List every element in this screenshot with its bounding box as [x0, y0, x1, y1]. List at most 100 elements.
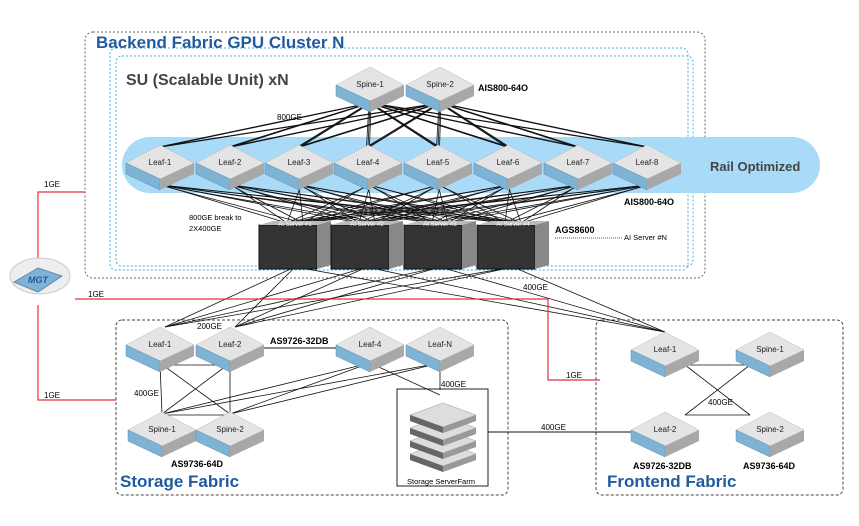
spine-leaf-link — [161, 102, 442, 148]
leaf-server-link — [286, 184, 511, 224]
farm-server-side — [443, 441, 476, 459]
backend-title: Backend Fabric GPU Cluster N — [96, 33, 344, 52]
spine-leaf-link — [161, 102, 372, 148]
spine-leaf-link — [440, 102, 510, 148]
switch-label: Leaf-5 — [427, 158, 450, 167]
storage-leaf-spine-link — [161, 362, 231, 415]
switch-label: Leaf-4 — [359, 340, 382, 349]
backend-leaf-3: Leaf-3 — [264, 144, 334, 191]
backend-spine-2: Spine-2 — [405, 66, 475, 113]
spine-leaf-link — [440, 102, 580, 148]
server-n-label: AI Server #N — [624, 233, 667, 242]
backend-leaf-6: Leaf-6 — [473, 144, 543, 191]
backend-leaf-1: Leaf-1 — [125, 144, 195, 191]
storage-leaf-model-label: AS9726-32DB — [270, 336, 329, 346]
spine-leaf-link — [438, 102, 507, 148]
switch-label: Leaf-3 — [288, 158, 311, 167]
switch-label: Leaf-2 — [219, 340, 242, 349]
server-top — [477, 221, 549, 225]
storage-leaf-spine-link — [161, 362, 441, 415]
mgt-cloud-icon: MGT — [9, 257, 71, 295]
frontend-leaf-1: Leaf-1 — [630, 331, 700, 378]
mgt-label: MGT — [28, 275, 49, 285]
backend-leaf-7: Leaf-7 — [543, 144, 613, 191]
server-front — [403, 224, 463, 270]
backend-leaf-2: Leaf-2 — [195, 144, 265, 191]
leaf-server-link — [286, 184, 302, 224]
frontend-spine-link-label: 400GE — [708, 398, 733, 407]
leaf-server-link — [286, 184, 650, 224]
storage-title: Storage Fabric — [120, 472, 239, 491]
server-frontend-link — [512, 266, 666, 333]
switch-label: Spine-2 — [216, 425, 244, 434]
frontend-leaf-spine-link — [684, 364, 751, 416]
farm-server-face — [410, 441, 443, 459]
storage-leaf-4: Leaf-N — [405, 326, 475, 373]
storage-spine-model-label: AS9736-64D — [171, 459, 224, 469]
leaf-server-link — [231, 184, 288, 224]
leaf-farm-link — [369, 362, 441, 396]
switch-label: Leaf-6 — [497, 158, 520, 167]
frontend-leaf-2: Leaf-2 — [630, 411, 700, 458]
switch-label: Spine-1 — [148, 425, 176, 434]
frontend-spine-1: Spine-1 — [735, 331, 805, 378]
switch-label: Leaf-2 — [219, 158, 242, 167]
frontend-storage-link-label: 400GE — [541, 423, 566, 432]
server-side — [389, 221, 403, 269]
spine-leaf-link — [366, 102, 440, 148]
switch-side-face — [440, 345, 474, 372]
spine-leaf-link — [300, 102, 442, 148]
switch-side-face — [770, 350, 804, 377]
switch-label: Leaf-1 — [149, 340, 172, 349]
leaf-server-link — [298, 184, 304, 224]
leaf-server-link — [231, 184, 433, 224]
leaf-server-link — [358, 184, 650, 224]
switch-side-face — [370, 345, 404, 372]
server-storage-link — [164, 266, 441, 328]
server-top — [259, 221, 331, 225]
backend-leaf-5: Leaf-5 — [403, 144, 473, 191]
leaf-model-label: AIS800-64O — [624, 197, 674, 207]
switch-side-face — [368, 163, 402, 190]
backend-spine-1: Spine-1 — [335, 66, 405, 113]
mgt-link-label-2: 1GE — [88, 290, 104, 299]
switch-label: Spine-1 — [756, 345, 784, 354]
leaf-server-link — [431, 184, 650, 224]
switch-side-face — [438, 163, 472, 190]
spine-leaf-link — [369, 102, 442, 148]
server-front — [476, 224, 536, 270]
switch-side-face — [665, 350, 699, 377]
farm-server-face — [410, 415, 443, 433]
leaf-server-link — [367, 184, 449, 224]
mgt-link-label-3: 1GE — [44, 391, 60, 400]
mgt-frontend-link — [75, 298, 600, 381]
switch-side-face — [160, 345, 194, 372]
storage-farm-label: Storage ServerFarm — [407, 477, 475, 486]
farm-server-face — [410, 454, 443, 472]
server-storage-link — [164, 266, 368, 328]
leaf-server-link — [286, 184, 441, 224]
switch-side-face — [665, 430, 699, 457]
storage-fabric-box — [115, 319, 509, 496]
server-frontend-link — [439, 266, 666, 333]
server-side — [535, 221, 549, 269]
storage-leaf-3: Leaf-4 — [335, 326, 405, 373]
switch-label: Leaf-1 — [654, 345, 677, 354]
storage-server-farm-icon — [409, 402, 477, 472]
switch-label: Spine-2 — [756, 425, 784, 434]
spine-leaf-link — [440, 102, 649, 148]
ai-server-3: AI Server #3 — [403, 221, 476, 270]
storage-farm-link-label: 400GE — [441, 380, 466, 389]
frontend-leaf-model-label: AS9726-32DB — [633, 461, 692, 471]
backend-uplink-label: 400GE — [523, 283, 548, 292]
leaf-server-link — [231, 184, 506, 224]
storage-leaf-spine-link — [161, 362, 371, 415]
switch-side-face — [299, 163, 333, 190]
breakout-label-2: 2X400GE — [189, 224, 222, 233]
switch-side-face — [230, 163, 264, 190]
backend-leaf-8: Leaf-8 — [612, 144, 682, 191]
leaf-server-link — [229, 184, 304, 224]
switch-label: Leaf-7 — [567, 158, 590, 167]
storage-leaf-1: Leaf-1 — [125, 326, 195, 373]
switch-label: Leaf-2 — [654, 425, 677, 434]
